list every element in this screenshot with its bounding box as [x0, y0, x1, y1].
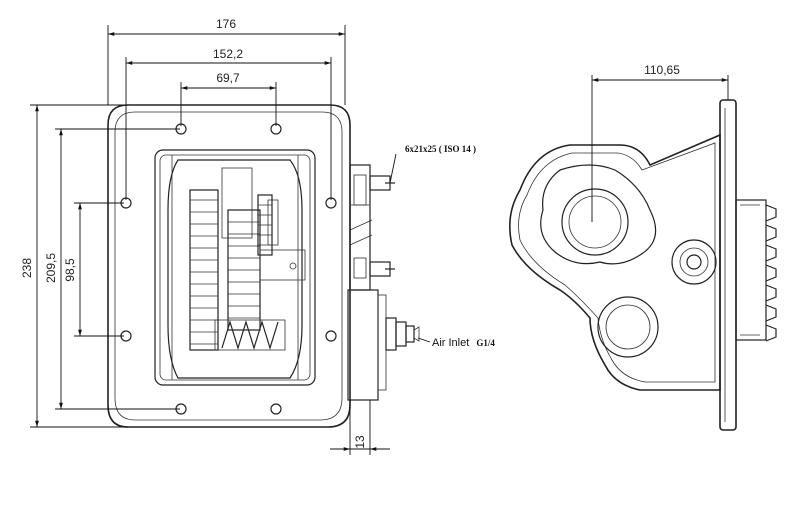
side-view — [509, 99, 777, 431]
bolt-spec-label: 6x21x25 ( ISO 14 ) — [405, 144, 476, 154]
air-inlet-label: Air Inlet G1/4 — [432, 337, 495, 349]
output-gear — [735, 199, 777, 342]
pto-body — [509, 133, 721, 391]
gear-housing — [154, 149, 316, 386]
dim-flange-thickness: 13 — [353, 435, 367, 449]
flange-plate — [107, 104, 351, 428]
air-inlet-thread: G1/4 — [476, 338, 495, 348]
side-bracket — [347, 164, 395, 401]
spring — [221, 319, 279, 351]
air-inlet-text: Air Inlet — [432, 337, 469, 349]
dim-height-inner: 98,5 — [63, 258, 77, 282]
dim-width-inner: 69,7 — [216, 71, 240, 85]
air-inlet-fitting — [385, 317, 431, 351]
dimension-lines — [30, 25, 729, 455]
dim-width-total: 176 — [216, 17, 236, 31]
dim-height-holes: 209,5 — [44, 253, 58, 283]
front-view — [107, 104, 431, 428]
dim-height-total: 238 — [20, 258, 34, 278]
dim-shaft-offset: 110,65 — [644, 63, 680, 77]
gear-pack — [189, 167, 306, 351]
dim-width-holes: 152,2 — [213, 47, 243, 61]
